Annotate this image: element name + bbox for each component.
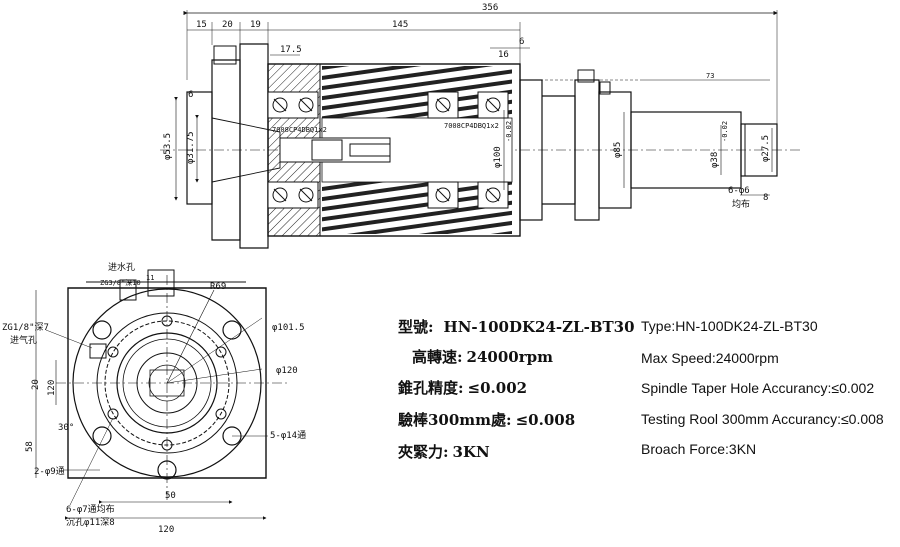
dim-phi100: φ100: [493, 146, 503, 168]
spec-cn-taper: 錐孔精度:≤0.002: [398, 379, 528, 397]
dim-6-left: 6: [188, 90, 193, 100]
end-view: [35, 269, 290, 520]
end-30deg: 30°: [58, 423, 74, 433]
spec-en-type: Type:HN-100DK24-ZL-BT30: [641, 318, 818, 334]
dim-20: 20: [222, 20, 233, 30]
dim-phi38-tol: -0.02: [721, 121, 729, 142]
dim-16: 16: [498, 50, 509, 60]
spec-cn-broach: 夾緊力:3KN: [398, 443, 490, 461]
dim-holes-6x6: 6-φ6: [728, 186, 750, 196]
end-11: 11: [146, 274, 154, 282]
bearing-right-label: 7008CP4DBQ1x2: [444, 122, 499, 130]
end-20: 20: [31, 379, 41, 390]
end-air-inlet: 进气孔: [10, 334, 37, 346]
dim-15: 15: [196, 20, 207, 30]
end-counterbore: 沉孔φ11深8: [66, 517, 115, 528]
dim-17-5: 17.5: [280, 45, 302, 55]
end-zg38: ZG3/8"深10: [100, 278, 141, 287]
side-view: [160, 10, 800, 249]
dim-phi53-5: φ53.5: [163, 133, 173, 160]
end-120-v: 120: [47, 380, 57, 396]
spec-cn-speed: 高轉速:24000rpm: [412, 348, 553, 366]
dim-356: 356: [482, 3, 498, 13]
end-phi120: φ120: [276, 366, 298, 376]
end-2x9: 2-φ9通: [34, 466, 65, 477]
spec-cn-type: 型號:HN-100DK24-ZL-BT30: [398, 318, 635, 336]
spec-en-taper: Spindle Taper Hole Accurancy:≤0.002: [641, 380, 875, 396]
end-6x7: 6-φ7通均布: [66, 503, 115, 515]
dim-145: 145: [392, 20, 408, 30]
end-zg18: ZG1/8"深7: [2, 322, 49, 333]
dim-phi38: φ38: [710, 152, 720, 168]
bearing-left-label: 7008CP4DBQ1x2: [272, 126, 327, 134]
spec-cn-test-rod: 驗棒300mm處:≤0.008: [398, 411, 576, 429]
end-58: 58: [25, 441, 35, 452]
dim-phi27-5: φ27.5: [761, 135, 771, 162]
end-120-h: 120: [158, 525, 174, 535]
dim-phi85: φ85: [613, 142, 623, 158]
spec-en-broach: Broach Force:3KN: [641, 441, 757, 457]
dim-holes-note: 均布: [732, 198, 750, 210]
dim-phi31-75: φ31.75: [186, 131, 196, 164]
end-phi101-5: φ101.5: [272, 323, 305, 333]
dim-73: 73: [706, 72, 714, 80]
spec-en-test-rod: Testing Rool 300mm Accurancy:≤0.008: [641, 411, 884, 427]
spec-en-speed: Max Speed:24000rpm: [641, 350, 779, 366]
dim-phi100-tol: -0.02: [505, 121, 513, 142]
dim-8: 8: [763, 193, 768, 203]
dim-6-mid: 6: [519, 37, 524, 47]
end-50: 50: [165, 491, 176, 501]
dim-19: 19: [250, 20, 261, 30]
end-5x14: 5-φ14通: [270, 430, 306, 441]
end-water-inlet: 进水孔: [108, 261, 135, 273]
end-r69: R69: [210, 282, 226, 292]
